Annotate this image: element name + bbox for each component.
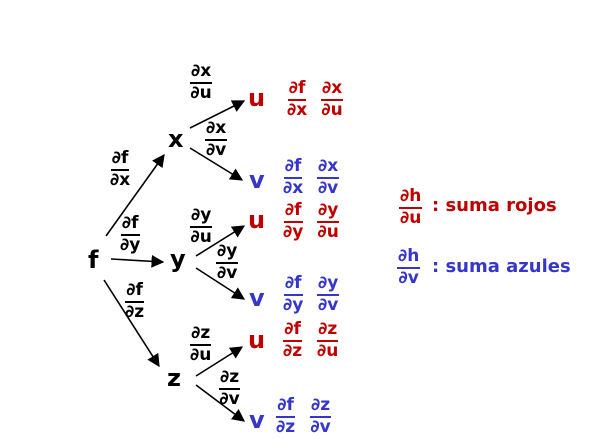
edge-den: ∂z — [125, 302, 145, 322]
product-y-v-2: ∂y ∂v — [317, 275, 340, 315]
arrow-y-v — [195, 267, 246, 300]
node-x: x — [168, 125, 184, 153]
product-den: ∂v — [318, 295, 339, 315]
product-den: ∂u — [317, 341, 339, 361]
product-den: ∂u — [321, 100, 343, 120]
product-x-v-2: ∂x ∂v — [317, 158, 340, 198]
edge-label-dx-dv: ∂x ∂v — [205, 120, 228, 160]
edge-num: ∂y — [216, 243, 239, 264]
arrow-y-u — [195, 225, 246, 257]
edge-num: ∂x — [190, 63, 213, 84]
legend-text-blue: : suma azules — [432, 256, 571, 277]
arrow-z-v — [195, 384, 246, 422]
legend-den: ∂u — [400, 208, 422, 228]
edge-num: ∂f — [110, 150, 130, 171]
edge-label-dz-dv: ∂z ∂v — [219, 369, 241, 409]
product-num: ∂f — [283, 275, 303, 296]
legend-dh-dv: ∂h ∂v — [397, 248, 421, 288]
edge-den: ∂u — [190, 227, 212, 247]
product-num: ∂f — [283, 158, 303, 179]
product-num: ∂f — [276, 397, 295, 418]
product-y-v-1: ∂f ∂y — [283, 275, 303, 314]
product-x-u-1: ∂f ∂x — [287, 80, 307, 119]
product-z-v-1: ∂f ∂z — [276, 397, 295, 436]
arrow-f-x — [105, 153, 165, 237]
product-den: ∂u — [317, 222, 339, 242]
edge-num: ∂f — [120, 215, 140, 236]
legend-den: ∂v — [398, 268, 419, 288]
product-num: ∂f — [287, 80, 307, 101]
edge-num: ∂z — [190, 325, 212, 346]
edge-label-dx-du: ∂x ∂u — [190, 63, 213, 103]
product-num: ∂z — [310, 397, 332, 418]
edge-label-df-dy: ∂f ∂y — [120, 215, 140, 254]
leaf-z-u: u — [248, 326, 266, 354]
leaf-x-v: v — [249, 166, 265, 194]
product-den: ∂x — [283, 178, 304, 198]
edge-den: ∂u — [190, 83, 212, 103]
edge-den: ∂v — [219, 389, 240, 409]
edge-label-dy-dv: ∂y ∂v — [216, 243, 239, 283]
edge-den: ∂v — [217, 263, 238, 283]
edge-num: ∂y — [190, 207, 213, 228]
leaf-y-u: u — [248, 206, 266, 234]
legend-dh-du: ∂h ∂u — [399, 188, 423, 228]
product-den: ∂x — [287, 100, 308, 120]
edge-label-df-dz: ∂f ∂z — [125, 282, 144, 321]
edge-den: ∂u — [190, 345, 212, 365]
leaf-z-v: v — [249, 406, 265, 434]
product-num: ∂y — [317, 275, 340, 296]
edge-den: ∂x — [110, 170, 131, 190]
product-x-v-1: ∂f ∂x — [283, 158, 303, 197]
leaf-y-v: v — [249, 284, 265, 312]
product-z-u-2: ∂z ∂u — [317, 321, 338, 360]
product-num: ∂z — [317, 321, 339, 342]
product-num: ∂x — [317, 158, 340, 179]
arrow-f-z — [103, 279, 160, 368]
edge-label-df-dx: ∂f ∂x — [110, 150, 130, 189]
product-den: ∂v — [310, 417, 331, 437]
product-den: ∂z — [283, 341, 303, 361]
product-num: ∂f — [283, 321, 302, 342]
product-den: ∂y — [283, 295, 304, 315]
product-den: ∂v — [317, 178, 339, 198]
leaf-x-u: u — [248, 84, 266, 112]
node-z: z — [167, 364, 181, 392]
edge-num: ∂f — [125, 282, 144, 303]
product-y-u-2: ∂y ∂u — [317, 202, 340, 242]
legend-num: ∂h — [399, 188, 423, 209]
product-z-v-2: ∂z ∂v — [310, 397, 332, 437]
arrow-x-u — [189, 100, 246, 129]
edge-num: ∂x — [205, 120, 228, 141]
edge-den: ∂v — [205, 140, 227, 160]
legend-num: ∂h — [397, 248, 421, 269]
node-y: y — [170, 245, 186, 273]
edge-den: ∂y — [120, 235, 141, 255]
node-f: f — [88, 246, 99, 274]
legend-text-red: : suma rojos — [432, 195, 557, 216]
product-num: ∂y — [317, 202, 340, 223]
product-y-u-1: ∂f ∂y — [283, 202, 303, 241]
product-z-u-1: ∂f ∂z — [283, 321, 302, 360]
arrow-z-u — [195, 346, 244, 377]
product-den: ∂y — [283, 222, 304, 242]
product-num: ∂x — [321, 80, 344, 101]
product-num: ∂f — [283, 202, 303, 223]
edge-label-dy-du: ∂y ∂u — [190, 207, 213, 247]
arrow-f-y — [110, 254, 165, 268]
edge-label-dz-du: ∂z ∂u — [190, 325, 211, 364]
product-den: ∂z — [276, 417, 296, 437]
arrow-x-v — [189, 147, 244, 181]
product-x-u-2: ∂x ∂u — [321, 80, 344, 120]
edge-num: ∂z — [219, 369, 241, 390]
